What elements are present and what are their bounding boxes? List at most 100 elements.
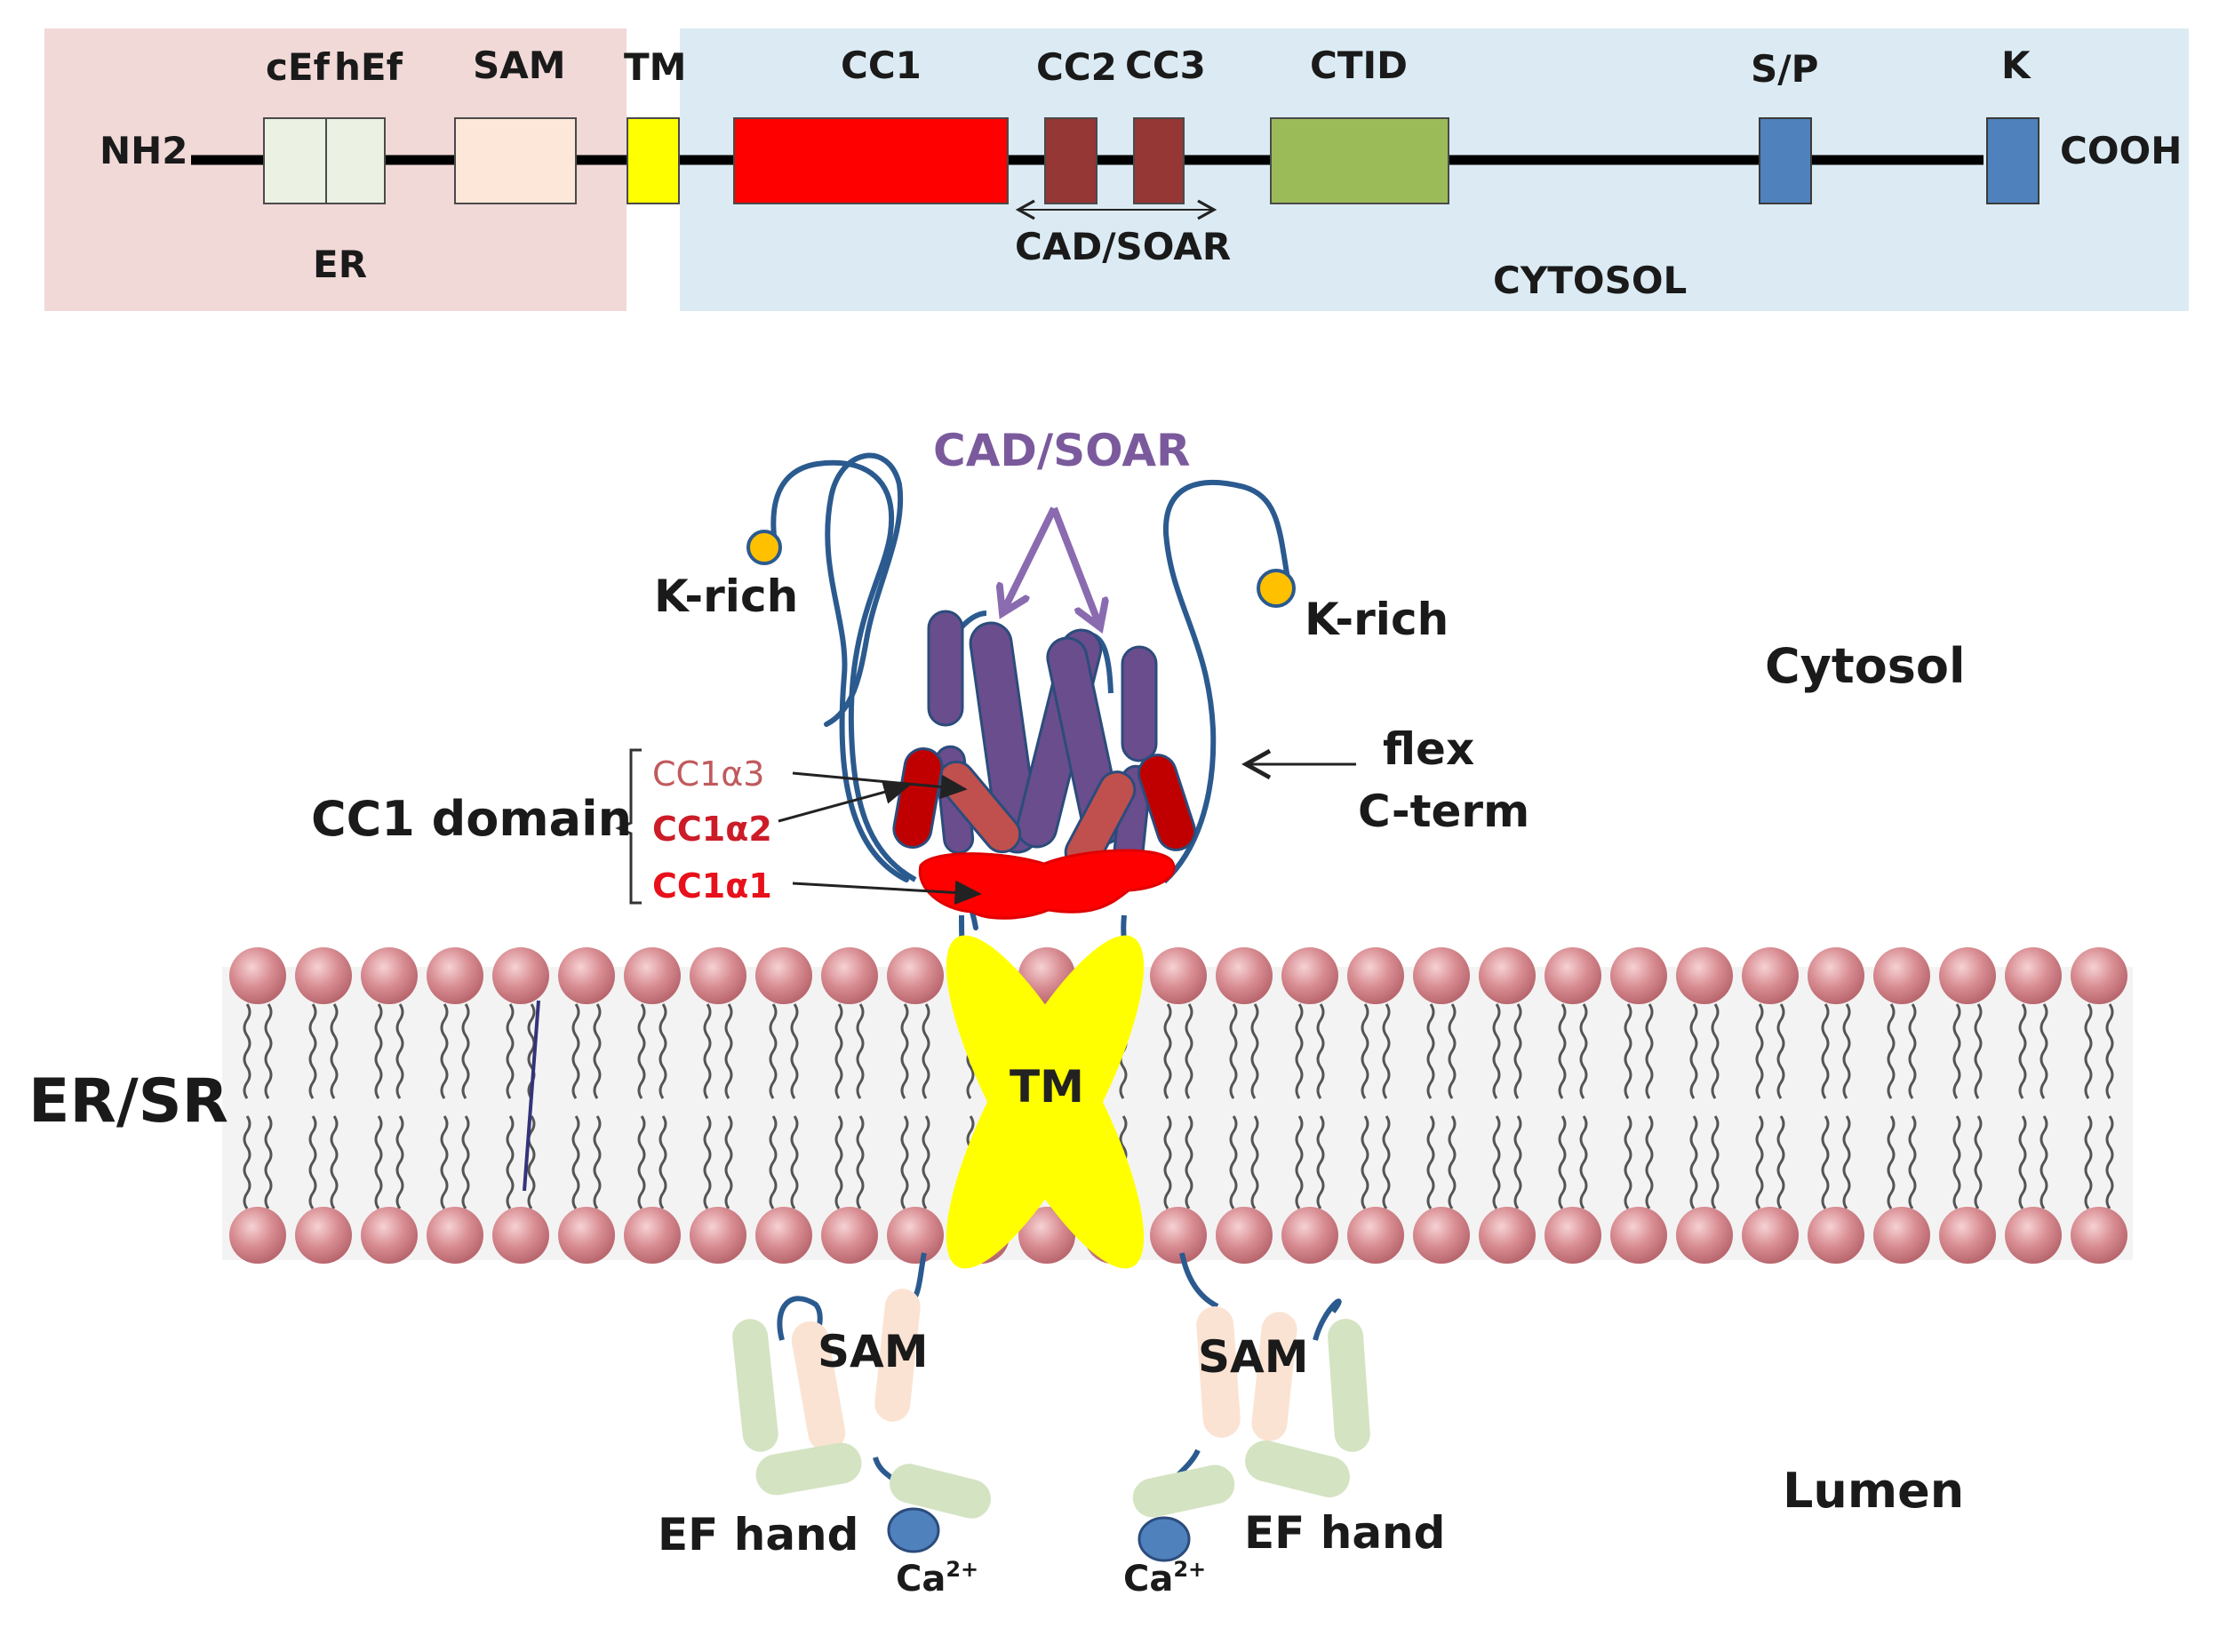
lipid-head [558,1207,615,1264]
lipid-tail [703,1115,712,1209]
k-domain-box [1986,117,2039,204]
lipid-tail [1645,1115,1654,1209]
lipid-tail [1163,1003,1172,1099]
lipid-tail [1711,1115,1720,1209]
lipid-tail [461,1003,470,1099]
cc2-label: CC2 [1036,45,1117,89]
sam-helix-right-1 [1196,1306,1241,1438]
lipid-head [361,1207,418,1264]
sam-helix-left-1 [791,1321,846,1452]
lipid-tail [1361,1003,1369,1099]
sam-label: SAM [473,44,566,87]
cad-soar-span-label: CAD/SOAR [1015,225,1231,268]
cc1a1-helix-pair [918,849,1176,920]
lipid-tail [1887,1003,1896,1099]
k-rich-left-label: K-rich [654,571,798,622]
tm-helix-b [946,935,1145,1269]
lipid-tail [834,1115,843,1209]
ef-helix-left-2 [755,1442,862,1496]
lipid-tail [308,1115,317,1209]
cooh-label: COOH [2060,129,2182,172]
lipid-head [229,1207,286,1264]
lipid-tail [1163,1115,1172,1209]
lipid-tail [1492,1003,1501,1099]
lipid-head [361,947,418,1004]
lipid-tail [1185,1115,1193,1209]
lipid-head [2071,1207,2127,1264]
ef-helix-left-3 [890,1464,991,1519]
lipid-head [1610,1207,1667,1264]
lipid-head [492,947,549,1004]
lumen-label: Lumen [1783,1463,1964,1519]
k-rich-left-tether [770,459,917,882]
er-sr-membrane [222,947,2133,1264]
lipid-tail [440,1003,449,1099]
cc1a3-label: CC1α3 [652,754,764,794]
lipid-tail [1645,1003,1654,1099]
lipid-head [229,947,286,1004]
lipid-tail [856,1003,865,1099]
lipid-head [690,947,746,1004]
lipid-tail [243,1003,251,1099]
stim-dimer-cytosolic [746,452,1296,979]
cc2-domain-box [1044,117,1098,204]
lipid-tail [1361,1115,1369,1209]
ca-left-label: Ca2+ [896,1557,978,1600]
lipid-tail [2018,1003,2027,1099]
lipid-head [2005,1207,2062,1264]
lipid-tail [1316,1003,1325,1099]
lipid-tail [724,1003,733,1099]
c-term-label: C-term [1358,786,1529,837]
lipid-head [1676,947,1733,1004]
lipid-tail [1250,1115,1259,1209]
cc1-domain-brace [615,748,642,905]
lipid-tail [1974,1003,1983,1099]
tm-label: TM [624,45,686,89]
lipid-tail [900,1115,909,1209]
lipid-tail [834,1003,843,1099]
lipid-tail [1229,1003,1238,1099]
tm-crossed-helices [946,935,1145,1269]
lipid-tail [1908,1115,1917,1209]
lipid-head [1873,947,1930,1004]
backbone-lumen-right [1179,1252,1342,1341]
lipid-tail [571,1115,580,1209]
lipid-head [887,1207,944,1264]
lipid-head [427,1207,483,1264]
lipid-head [1939,1207,1996,1264]
lipid-tail [1448,1003,1457,1099]
lipid-tail [1821,1003,1830,1099]
lipid-head [1610,947,1667,1004]
cc1a3-pointer [792,771,968,800]
lipid-tail [637,1003,646,1099]
ef-hand-left-label: EF hand [658,1509,858,1560]
cc1-label: CC1 [841,44,922,87]
ca-right-label: Ca2+ [1123,1557,1206,1600]
soar-helix-2 [969,621,1040,854]
cc1-domain-box [733,117,1009,204]
lipid-head [1873,1207,1930,1264]
lipid-tail [2084,1115,2093,1209]
lipid-tail [1316,1115,1325,1209]
lipid-head [1742,1207,1799,1264]
lipid-tail [1579,1003,1588,1099]
lipid-tail [769,1003,778,1099]
lipid-head [1347,947,1404,1004]
cc1a2-label: CC1α2 [652,810,772,849]
tm-structure-label: TM [1010,1061,1084,1113]
lipid-tail [374,1115,383,1209]
lipid-tail [330,1003,339,1099]
k-rich-left-dot [746,530,782,565]
lipid-head [624,1207,681,1264]
lipid-tail [1624,1003,1632,1099]
lipid-tail [593,1003,602,1099]
cytosol-label: Cytosol [1765,638,1966,694]
hef-domain-box [325,117,386,204]
lipid-head [624,947,681,1004]
lipid-head [755,947,812,1004]
ef-helix-right-3 [1132,1464,1235,1518]
lipid-head [1413,947,1470,1004]
lipid-tail [461,1115,470,1209]
lipid-tail [659,1003,667,1099]
lipid-tail [1624,1115,1632,1209]
